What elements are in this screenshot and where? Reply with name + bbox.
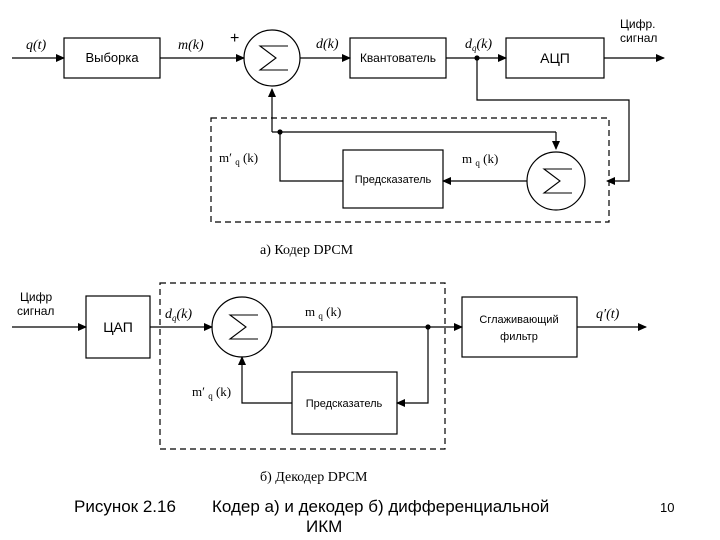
prediction-junction <box>277 129 283 135</box>
reconstruct-sum-sigma-icon <box>542 168 572 194</box>
decoder-prediction-line <box>238 356 292 404</box>
decoder-input-label-2: сигнал <box>17 304 54 318</box>
decoder-input-signal-label: dq(k) <box>165 307 192 323</box>
feedback-line-quantized <box>476 58 630 185</box>
dac-label: ЦАП <box>103 319 133 335</box>
plus-sign: + <box>230 30 239 47</box>
encoder-output-label-2: сигнал <box>620 31 657 45</box>
smoothing-filter-label-2: фильтр <box>500 331 538 343</box>
figure-title-line-1: Кодер а) и декодер б) дифференциальной <box>212 497 550 516</box>
encoder-diagram <box>12 29 665 223</box>
decoder-reconstructed-label: m q (k) <box>305 304 341 321</box>
encoder-predictor-block <box>342 149 444 209</box>
quantized-junction <box>474 55 480 61</box>
diff-signal-label: d(k) <box>316 37 339 52</box>
quantized-diff-label: dq(k) <box>465 37 492 53</box>
encoder-input-label: q(t) <box>26 38 47 53</box>
prediction-line <box>279 132 343 182</box>
encoder-sum-sigma-icon <box>258 45 288 71</box>
decoder-input-label-1: Цифр <box>20 290 52 304</box>
encoder-summator <box>243 29 301 87</box>
decoder-junction <box>425 324 431 330</box>
encoder-caption: а) Кодер DPCM <box>260 243 354 258</box>
encoder-prediction-label: m′ q (k) <box>219 150 258 167</box>
figure-caption: Рисунок 2.16 Кодер а) и декодер б) диффер… <box>74 497 614 537</box>
decoder-sum-sigma-icon <box>228 314 258 340</box>
sample-signal-label: m(k) <box>178 38 204 53</box>
sampler-label: Выборка <box>85 50 139 65</box>
decoder-caption: б) Декодер DPCM <box>260 470 368 485</box>
decoder-output-label: q′(t) <box>596 307 620 322</box>
adc-label: АЦП <box>540 50 570 66</box>
decoder-summator <box>211 296 273 358</box>
quantizer-label: Квантователь <box>360 51 436 65</box>
smoothing-filter-block <box>461 296 578 358</box>
decoder-predictor-label: Предсказатель <box>306 398 383 410</box>
encoder-reconstructed-label: m q (k) <box>462 151 498 168</box>
figure-title-line-2: ИКМ <box>306 517 343 536</box>
figure-number: Рисунок 2.16 <box>74 497 176 516</box>
smoothing-filter-label-1: Сглаживающий <box>479 314 558 326</box>
page-number: 10 <box>660 500 675 515</box>
decoder-prediction-label: m′ q (k) <box>192 384 231 401</box>
encoder-reconstruct-summator <box>526 151 586 211</box>
decoder-feedback-line <box>396 327 429 407</box>
decoder-region <box>159 282 446 450</box>
encoder-predictor-label: Предсказатель <box>355 174 432 186</box>
encoder-output-label-1: Цифр. <box>620 17 655 31</box>
encoder-loop-region <box>210 117 610 223</box>
